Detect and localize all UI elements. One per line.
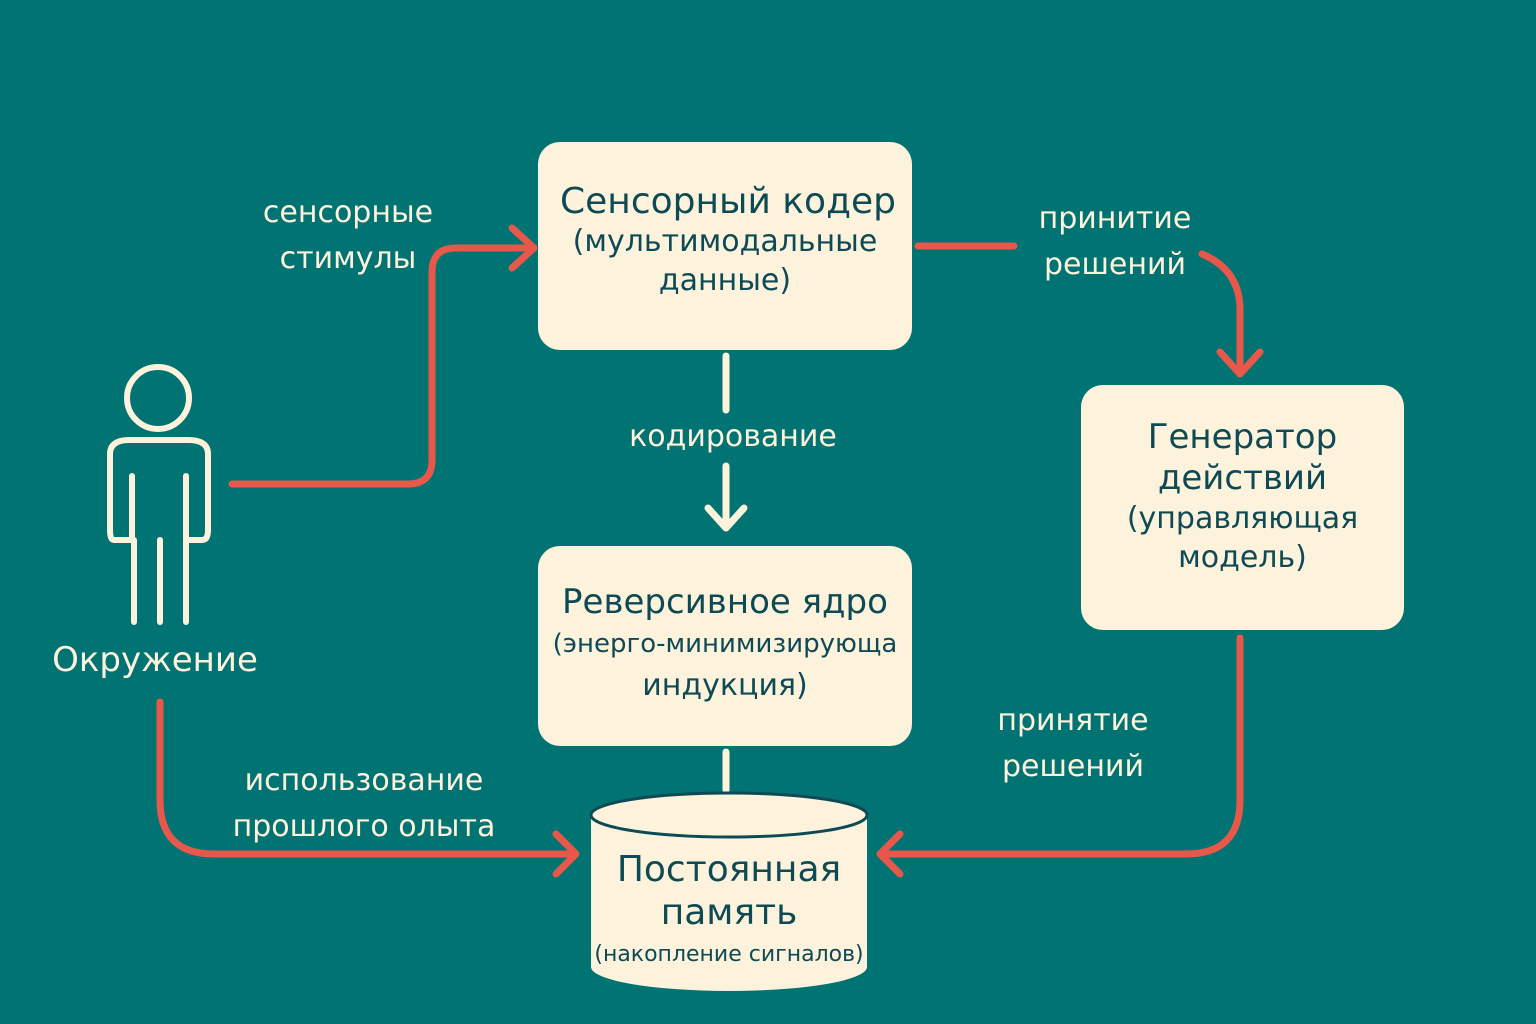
label-sensory-stimuli-line1: сенсорные — [262, 195, 434, 230]
person-icon — [107, 364, 211, 625]
arrow-sensory-stimuli — [228, 244, 536, 488]
label-past-experience-line1: использование — [244, 763, 484, 798]
label-decision-right-line1: принятие — [997, 703, 1149, 738]
arrow-sensory-stimuli-head — [508, 224, 538, 272]
label-decision-top: принитие решений — [1010, 196, 1220, 288]
encoder-title: Сенсорный кодер — [560, 181, 896, 222]
action-generator-node: Генератор действий (управляющая модель) — [1081, 385, 1404, 630]
environment-label: Окружение — [52, 640, 258, 680]
generator-subtitle-line2: модель) — [1178, 539, 1307, 575]
label-past-experience-line2: прошлого олыта — [232, 809, 496, 844]
encoder-subtitle-line2: данные) — [658, 262, 792, 298]
label-sensory-stimuli: сенсорные стимулы — [238, 190, 458, 282]
memory-cylinder-icon — [589, 791, 869, 991]
generator-title-line1: Генератор — [1147, 417, 1338, 457]
persistent-memory-node: Постоянная память (накопление сигналов) — [591, 848, 867, 976]
arrow-past-experience-head — [552, 830, 580, 878]
label-decision-top-line2: решений — [1043, 247, 1187, 282]
label-decision-top-line1: принитие — [1038, 201, 1192, 236]
label-decision-right: принятие решений — [968, 698, 1178, 790]
memory-title-line1: Постоянная — [616, 849, 842, 890]
arrow-generator-memory-head — [876, 830, 904, 878]
label-encoding: кодирование — [629, 419, 837, 454]
arrow-generator-memory — [880, 634, 1244, 858]
core-subtitle-line1: (энерго-минимизирующа — [552, 628, 898, 659]
label-past-experience: использование прошлого олыта — [208, 758, 520, 850]
arrow-decision-curve — [1198, 250, 1244, 374]
arrow-decision-head — [1216, 348, 1264, 378]
arrow-encoding-head — [704, 504, 748, 532]
memory-title-line2: память — [660, 892, 798, 934]
reversible-core-node: Реверсивное ядро (энерго-минимизирующа и… — [538, 546, 912, 746]
core-title: Реверсивное ядро — [562, 582, 888, 622]
sensory-encoder-node: Сенсорный кодер (мультимодальные данные) — [538, 142, 912, 350]
generator-subtitle-line1: (управляющая — [1126, 500, 1359, 536]
encoder-subtitle-line1: (мультимодальные — [572, 224, 878, 260]
arrow-past-experience — [156, 698, 578, 858]
generator-title-line2: действий — [1157, 457, 1328, 498]
label-decision-right-line2: решений — [1001, 749, 1145, 784]
core-subtitle-line2: индукция) — [642, 667, 808, 703]
memory-subtitle: (накопление сигналов) — [594, 942, 864, 968]
label-sensory-stimuli-line2: стимулы — [279, 241, 417, 276]
